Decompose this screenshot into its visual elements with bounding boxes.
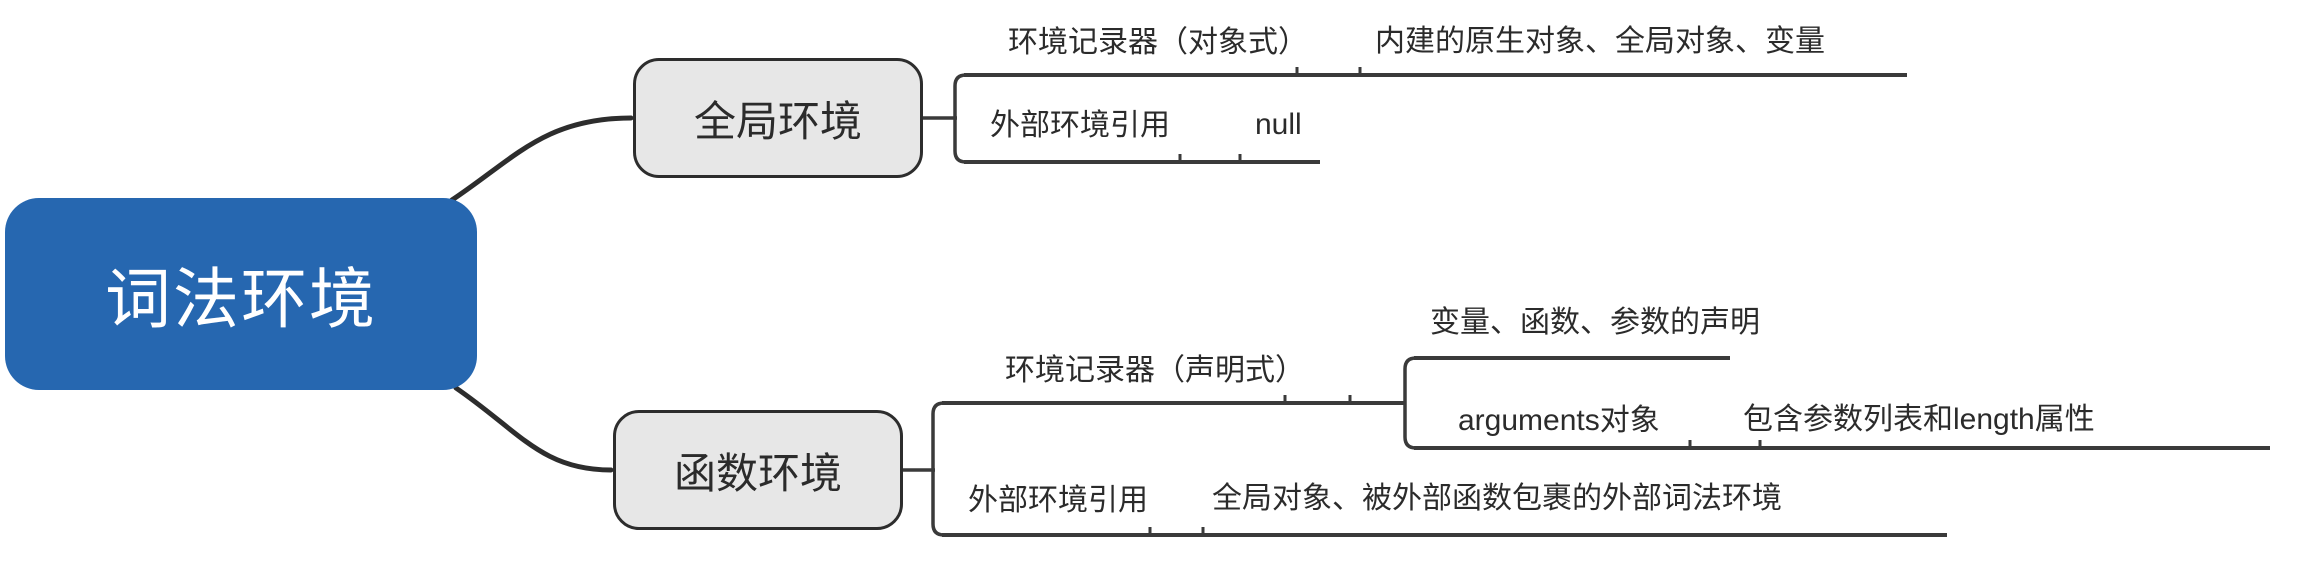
bracket-global-children bbox=[953, 73, 967, 164]
bracket-function-children bbox=[931, 401, 945, 537]
topic-arguments-object[interactable]: arguments对象 bbox=[1458, 404, 1660, 437]
topic-var-func-param-declarations[interactable]: 变量、函数、参数的声明 bbox=[1430, 306, 1760, 339]
topic-env-recorder-declarative[interactable]: 环境记录器（声明式） bbox=[1005, 354, 1305, 387]
branch-topic-function-environment[interactable]: 函数环境 bbox=[613, 410, 903, 530]
bracket-decl-children bbox=[1403, 356, 1417, 450]
branch-topic-global-environment[interactable]: 全局环境 bbox=[633, 58, 923, 178]
topic-param-list-length-property[interactable]: 包含参数列表和length属性 bbox=[1743, 403, 2095, 436]
root-topic-label: 词法环境 bbox=[105, 262, 377, 336]
branch-topic-label: 全局环境 bbox=[693, 97, 862, 145]
root-topic-lexical-environment[interactable]: 词法环境 bbox=[5, 198, 477, 390]
topic-null[interactable]: null bbox=[1255, 108, 1302, 141]
topic-global-object-wrapped-lexical-env[interactable]: 全局对象、被外部函数包裹的外部词法环境 bbox=[1212, 482, 1782, 515]
topic-outer-env-ref-global[interactable]: 外部环境引用 bbox=[990, 109, 1170, 142]
curve-root-to-function bbox=[453, 385, 614, 473]
topic-env-recorder-object[interactable]: 环境记录器（对象式） bbox=[1008, 26, 1308, 59]
topic-outer-env-ref-function[interactable]: 外部环境引用 bbox=[968, 484, 1148, 517]
topic-builtin-native-objects[interactable]: 内建的原生对象、全局对象、变量 bbox=[1375, 25, 1825, 58]
branch-topic-label: 函数环境 bbox=[673, 449, 842, 497]
curve-root-to-global bbox=[449, 115, 634, 203]
